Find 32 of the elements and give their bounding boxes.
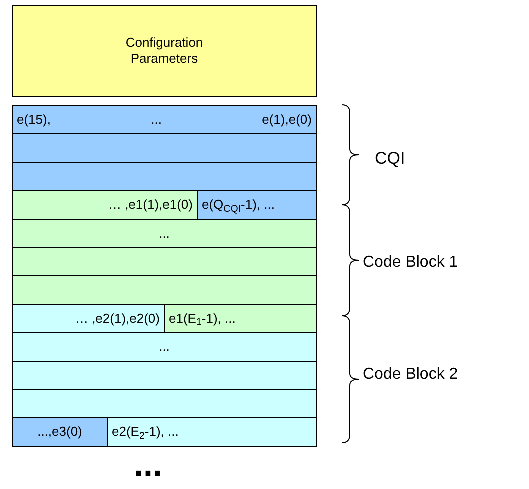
empty-row: [12, 275, 317, 305]
bit-row: [12, 304, 165, 334]
bit-row: [12, 190, 198, 220]
bit-label: ...: [159, 224, 170, 243]
bit-label: Configuration Parameters: [124, 34, 204, 68]
bit-label: ...: [151, 110, 162, 129]
empty-row: [12, 360, 317, 390]
bit-label: … ,e2(1),e2(0): [75, 310, 160, 328]
empty-row: [12, 162, 317, 192]
bit-row: [12, 417, 108, 447]
bit-label: ...,e3(0): [38, 423, 82, 442]
bit-row: [12, 105, 317, 134]
bit-label: e(15),: [17, 110, 51, 129]
continuation-ellipsis: ...: [134, 448, 162, 482]
parameter-box: [12, 5, 317, 97]
bit-label: e(Q$_{CQI}$-1), ...: [202, 196, 275, 215]
bit-row: [197, 190, 317, 220]
bracket-label: Code Block 1: [363, 253, 458, 273]
bit-row: [107, 417, 317, 447]
bit-label: e(1),e(0): [262, 110, 312, 129]
bracket-label: Code Block 2: [363, 365, 458, 385]
bit-label: ...: [159, 338, 170, 356]
bit-row: [164, 304, 317, 334]
bit-label: e1(E$_{1}$-1), ...: [169, 310, 236, 328]
empty-row: [12, 247, 317, 276]
empty-row: [12, 389, 317, 418]
bit-label: e2(E$_{2}$-1), ...: [112, 423, 179, 442]
bit-label: … ,e1(1),e1(0): [108, 196, 193, 214]
bracket-label: CQI: [375, 148, 406, 170]
bit-row: [12, 218, 317, 248]
empty-row: [12, 133, 317, 163]
bit-row: [12, 332, 317, 362]
